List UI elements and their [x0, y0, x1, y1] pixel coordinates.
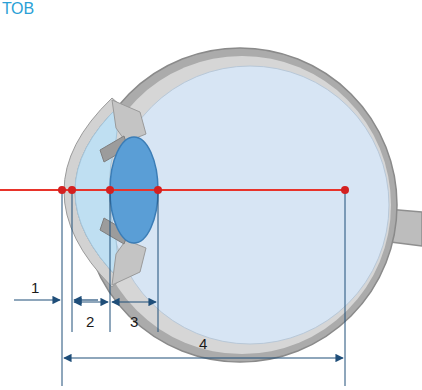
dimension-lines — [62, 190, 345, 386]
axis-points — [58, 186, 349, 194]
callout-number: 3 — [130, 314, 138, 329]
callout-number: 1 — [31, 280, 39, 295]
callout-number: 2 — [86, 314, 94, 329]
optical-axis — [0, 189, 346, 191]
ciliary-body — [112, 240, 146, 285]
vitreous-body — [111, 66, 389, 344]
page-heading-fragment: ТОВ — [2, 1, 34, 17]
ciliary-body — [112, 100, 146, 142]
dimension-arrows — [14, 300, 343, 358]
sclera — [83, 48, 397, 362]
callout-number: 4 — [199, 336, 207, 351]
choroid — [93, 56, 391, 354]
